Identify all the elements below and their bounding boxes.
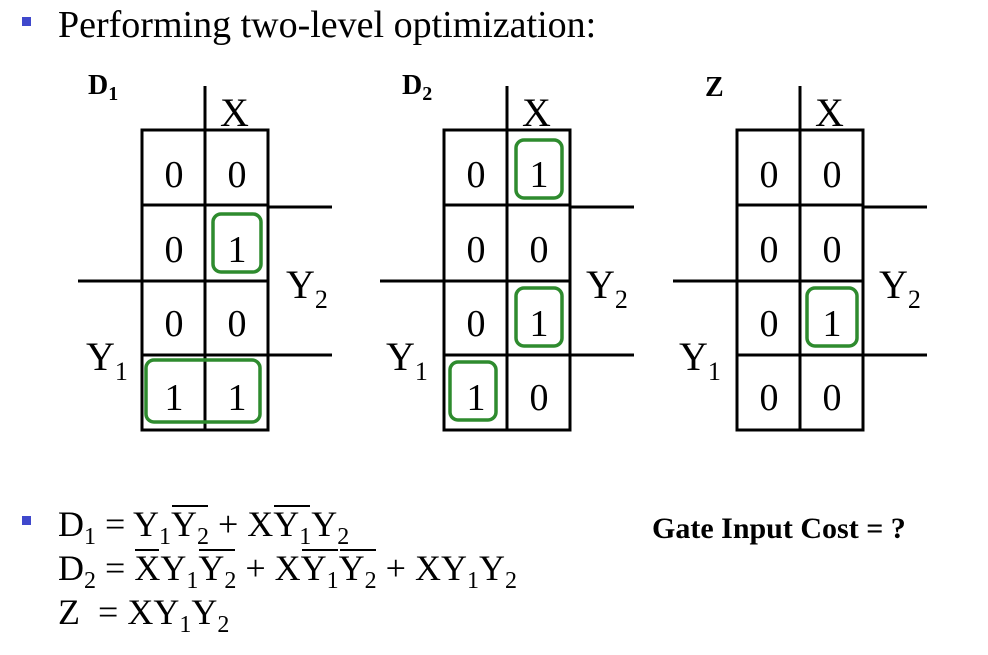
overbar-term: Y1 [273,504,312,550]
kmap-d1-svg: D1 X Y2 Y1 0 0 0 1 0 0 1 1 [78,70,332,432]
kmap-cell: 1 [228,377,247,419]
row-var-y2: Y2 [286,262,328,314]
kmap-cell: 1 [823,303,842,345]
kmap-title: Z [705,72,724,103]
kmap-cell: 1 [228,229,247,271]
kmap-d2-svg: D2 X Y2 Y1 0 1 0 0 0 1 1 0 [380,70,634,432]
row-var-y2: Y2 [879,262,921,314]
overbar-term: Y1 [300,548,339,594]
row-var-y1: Y1 [679,334,721,386]
kmap-d1: D1 X Y2 Y1 0 0 0 1 0 0 1 1 [60,70,350,445]
bullet-marker [22,516,31,525]
kmap-d2: D2 X Y2 Y1 0 1 0 0 0 1 1 0 [362,70,652,445]
col-var-label: X [220,90,249,135]
gate-input-cost-label: Gate Input Cost = ? [652,512,906,545]
equations: D1 = Y1Y2 + XY1Y2 D2 = XY1Y2 + XY1Y2 + X… [58,502,517,638]
row-var-y1: Y1 [386,334,428,386]
kmap-cell: 0 [165,229,184,271]
kmap-cell: 0 [228,303,247,345]
kmap-cell: 0 [165,303,184,345]
kmap-cell: 1 [165,377,184,419]
kmap-cell: 1 [530,154,549,196]
overbar-term: Y2 [170,504,209,550]
kmap-cell: 1 [467,377,486,419]
group-box [514,286,564,348]
kmap-title: D1 [88,70,118,105]
overbar-term: Y2 [338,548,377,594]
kmap-cell: 0 [760,303,779,345]
kmap-cell: 0 [823,229,842,271]
row-var-y2: Y2 [586,262,628,314]
group-box [805,286,859,348]
group-box [514,138,564,200]
equation-d2: D2 = XY1Y2 + XY1Y2 + XY1Y2 [58,548,517,594]
kmap-cell: 0 [228,154,247,196]
kmap-cell: 0 [165,154,184,196]
bullet-marker [22,17,31,26]
kmap-cell: 0 [467,154,486,196]
kmap-cell: 0 [530,377,549,419]
kmap-title: D2 [402,70,432,105]
row-var-y1: Y1 [86,334,128,386]
kmap-cell: 0 [467,303,486,345]
kmap-cell: 0 [823,154,842,196]
group-box [211,212,263,274]
col-var-label: X [815,90,844,135]
overbar-term: Y2 [198,548,237,594]
kmap-cell: 0 [760,377,779,419]
equation-d1: D1 = Y1Y2 + XY1Y2 [58,504,350,550]
kmap-cell: 0 [530,229,549,271]
kmap-cell: 0 [467,229,486,271]
kmap-cell: 1 [530,303,549,345]
group-box [144,358,262,424]
kmap-cell: 0 [760,154,779,196]
col-var-label: X [522,90,551,135]
equation-z: Z = XY1Y2 [58,592,230,638]
overbar-term: X [134,548,161,588]
kmap-z-svg: Z X Y2 Y1 0 0 0 0 0 1 0 0 [673,72,927,432]
heading: Performing two-level optimization: [58,4,597,46]
kmap-cell: 0 [760,229,779,271]
kmap-cell: 0 [823,377,842,419]
kmap-z: Z X Y2 Y1 0 0 0 0 0 1 0 0 [655,70,945,445]
group-box [448,360,498,422]
